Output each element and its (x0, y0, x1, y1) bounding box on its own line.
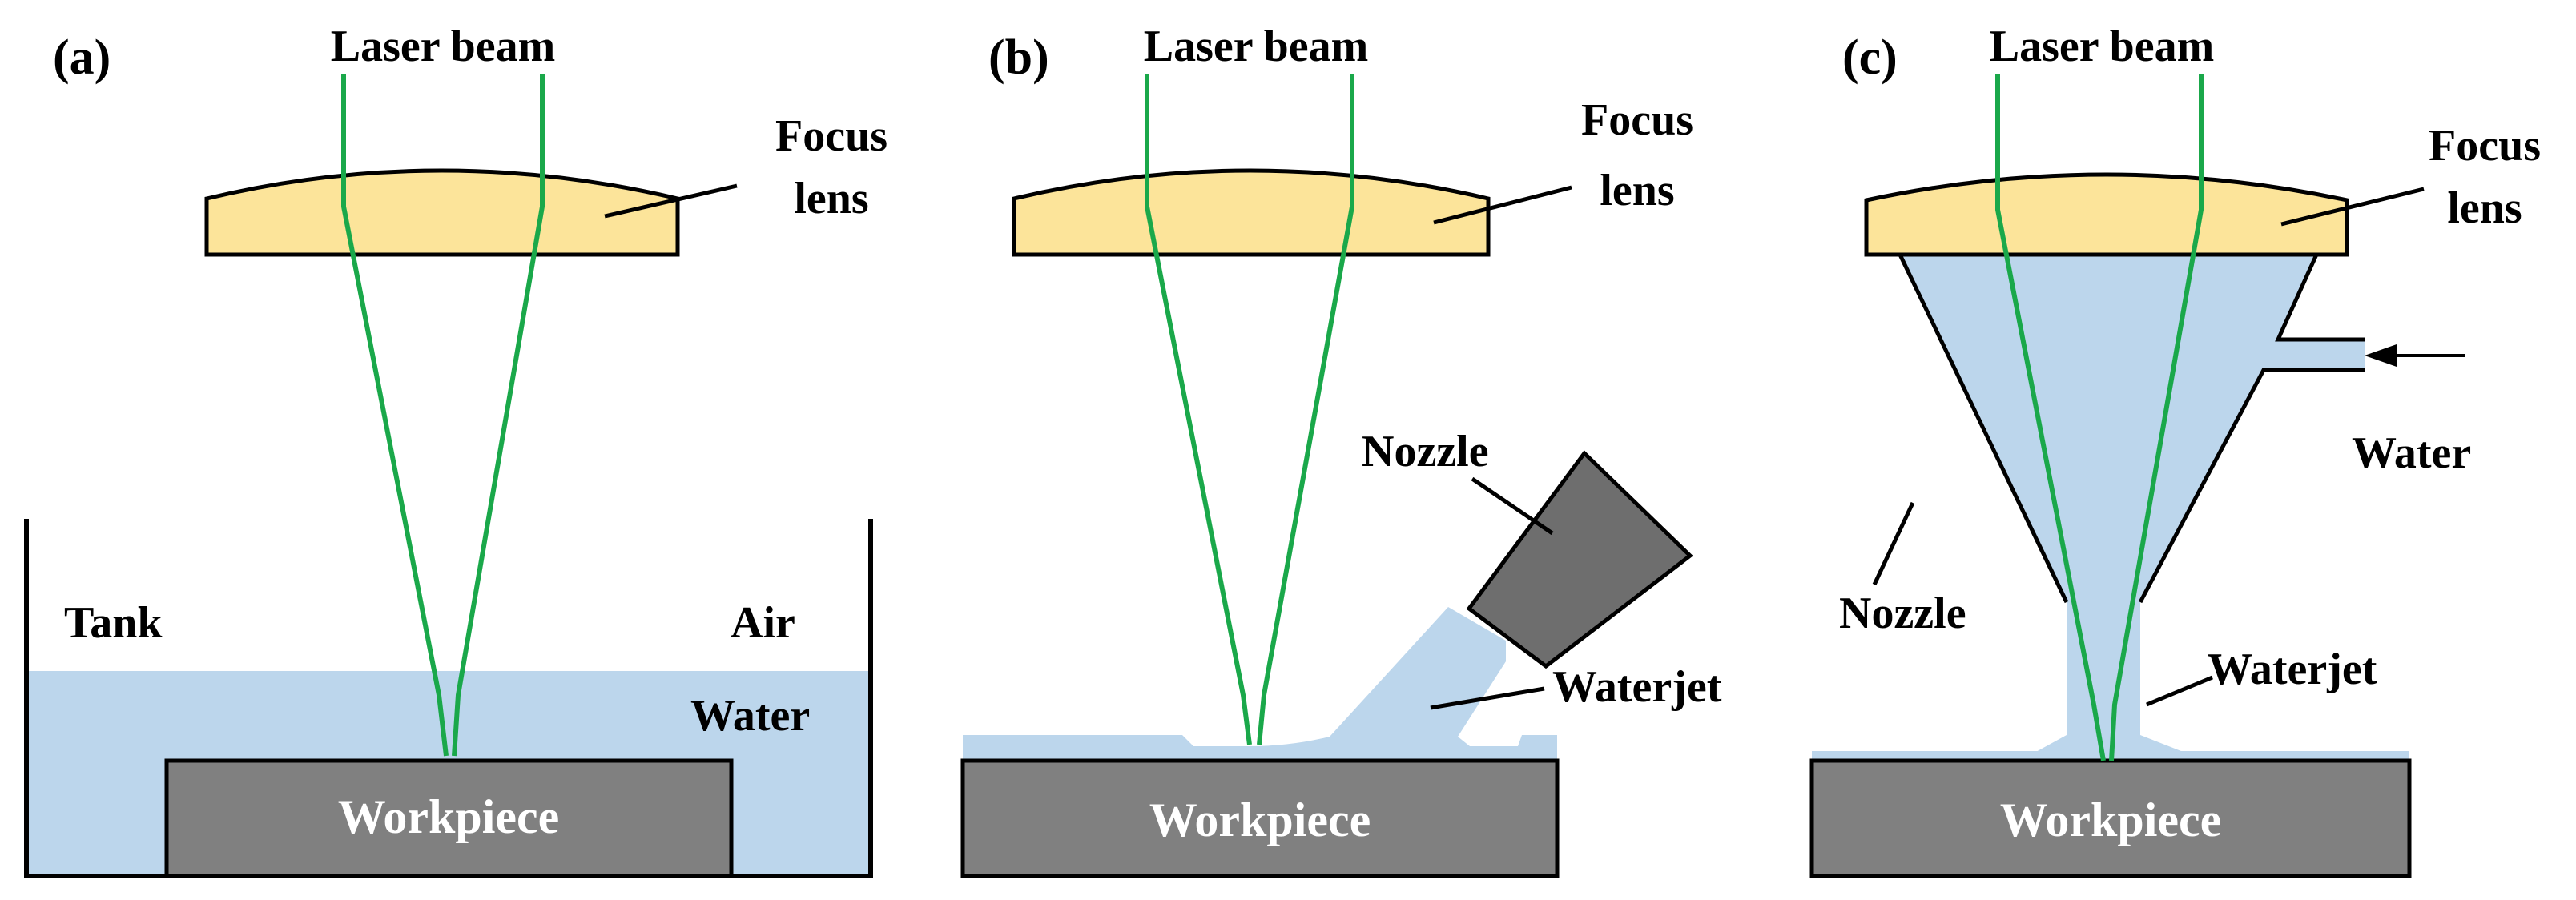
laser-beam-a-left (341, 74, 449, 757)
focus-leader-b (1433, 185, 1572, 225)
panel-c: (c) Laser beam Focus lens Water Nozzle W… (1809, 22, 2541, 878)
nozzle-label-c: Nozzle (1839, 589, 1966, 638)
focus-lens-c (1864, 172, 2349, 257)
focus-label-c-line2: lens (2447, 183, 2522, 233)
workpiece-label-a: Workpiece (338, 790, 560, 843)
nozzle-leader-b (1471, 476, 1554, 536)
nozzle-wall-right-c (2275, 253, 2365, 342)
air-label: Air (731, 598, 795, 648)
workpiece-label-b: Workpiece (1149, 794, 1371, 846)
waterjet-label-c: Waterjet (2208, 645, 2377, 694)
panel-label-a: (a) (53, 30, 111, 85)
laser-beam-label-c: Laser beam (1990, 22, 2215, 71)
workpiece-b (960, 758, 1560, 878)
workpiece-label-c: Workpiece (2000, 794, 2222, 846)
laser-beam-c-left (1995, 74, 2106, 761)
focus-leader-c (2280, 187, 2425, 227)
nozzle-wall-left-c (1898, 253, 2069, 604)
water-film-b (963, 735, 1557, 761)
tank-label: Tank (64, 598, 163, 648)
laser-beam-b-right (1257, 74, 1354, 745)
nozzle-leader-c (1872, 501, 1915, 586)
laser-beam-label-b: Laser beam (1144, 22, 1369, 71)
water-label-c: Water (2352, 428, 2471, 478)
focus-label-b-line1: Focus (1581, 95, 1693, 145)
focus-label-b-line2: lens (1600, 166, 1674, 215)
waterjet-leader-b (1430, 686, 1545, 710)
laser-beam-a-right (452, 74, 545, 757)
laser-beam-b-left (1145, 74, 1252, 745)
focus-label-c-line1: Focus (2429, 121, 2541, 171)
waterjet-label-b: Waterjet (1552, 662, 1722, 712)
panel-b: (b) Laser beam Focus lens Nozzle Waterje… (960, 22, 1722, 878)
nozzle-label-b: Nozzle (1362, 427, 1489, 476)
laser-beam-label-a: Laser beam (331, 22, 556, 71)
waterjet-c (2035, 602, 2185, 753)
nozzle-wall-right-lower-c (2138, 368, 2365, 604)
focus-label-a-line1: Focus (775, 111, 888, 161)
panel-a: (a) Laser beam Focus lens Tank Air Water… (24, 22, 888, 878)
nozzle-cone-c (1900, 255, 2365, 602)
workpiece-a (164, 758, 734, 878)
water-label-a: Water (690, 691, 810, 741)
focus-label-a-line2: lens (794, 174, 868, 223)
focus-lens-b (1012, 168, 1491, 257)
panel-label-b: (b) (988, 30, 1049, 85)
waterjet-leader-c (2146, 675, 2213, 707)
laser-beam-c-right (2109, 74, 2204, 761)
waterjet-b (1330, 607, 1506, 737)
nozzle-b (1466, 450, 1693, 669)
focus-lens-a (204, 168, 680, 257)
workpiece-c (1809, 758, 2412, 878)
focus-leader-a (604, 183, 738, 219)
water-inlet-arrow-icon (2365, 344, 2397, 367)
panel-label-c: (c) (1842, 30, 1898, 85)
